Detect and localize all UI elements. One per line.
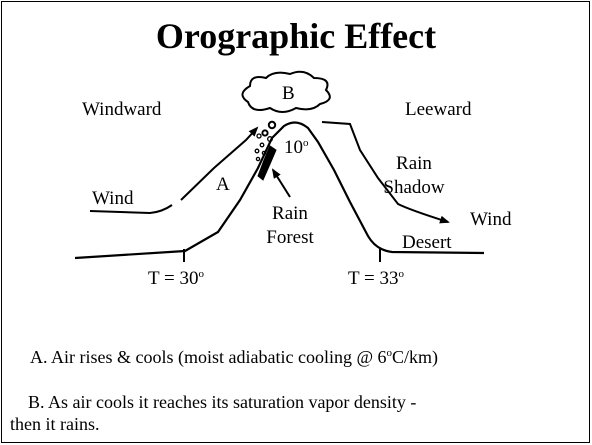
degree-symbol: o	[386, 347, 393, 359]
temperature-left-value: T = 30	[148, 268, 199, 289]
note-b-line1: B. As air cools it reaches its saturatio…	[28, 392, 417, 412]
temperature-right-value: T = 33	[348, 268, 399, 289]
rain-drops	[254, 120, 277, 162]
peak-temperature: 10o	[284, 137, 309, 158]
rain-forest-band	[257, 145, 277, 181]
peak-temperature-value: 10	[284, 137, 303, 158]
wind-arrow-windward	[180, 126, 259, 201]
wind-label-windward: Wind	[92, 188, 134, 209]
note-b-line2: then it rains.	[10, 414, 100, 434]
note-a-prefix: A. Air rises & cools (moist adiabatic co…	[30, 347, 387, 367]
ground-profile	[74, 121, 485, 260]
rain-forest-pointer	[271, 168, 291, 198]
slide-title: Orographic Effect	[155, 16, 437, 56]
temperature-right: T = 33o	[348, 268, 404, 289]
point-a-label: A	[216, 174, 230, 195]
degree-symbol: o	[198, 268, 204, 280]
rain-shadow-label-line1: Rain	[396, 153, 432, 174]
wind-path-windward	[89, 204, 173, 215]
degree-symbol: o	[303, 137, 309, 149]
point-b-label: B	[282, 83, 295, 104]
rain-forest-label-line1: Rain	[272, 203, 308, 224]
desert-label: Desert	[402, 232, 452, 253]
leeward-label: Leeward	[405, 99, 472, 120]
rain-shadow-label-line2: Shadow	[383, 177, 445, 198]
degree-symbol: o	[398, 268, 404, 280]
rain-forest-label-line2: Forest	[266, 227, 314, 248]
temperature-left: T = 30o	[148, 268, 204, 289]
wind-arrow-leeward	[321, 121, 450, 224]
wind-label-leeward: Wind	[470, 209, 512, 230]
windward-label: Windward	[82, 99, 162, 120]
note-a: A. Air rises & cools (moist adiabatic co…	[30, 346, 438, 368]
note-a-suffix: C/km)	[392, 347, 439, 367]
cloud-icon	[241, 70, 331, 113]
